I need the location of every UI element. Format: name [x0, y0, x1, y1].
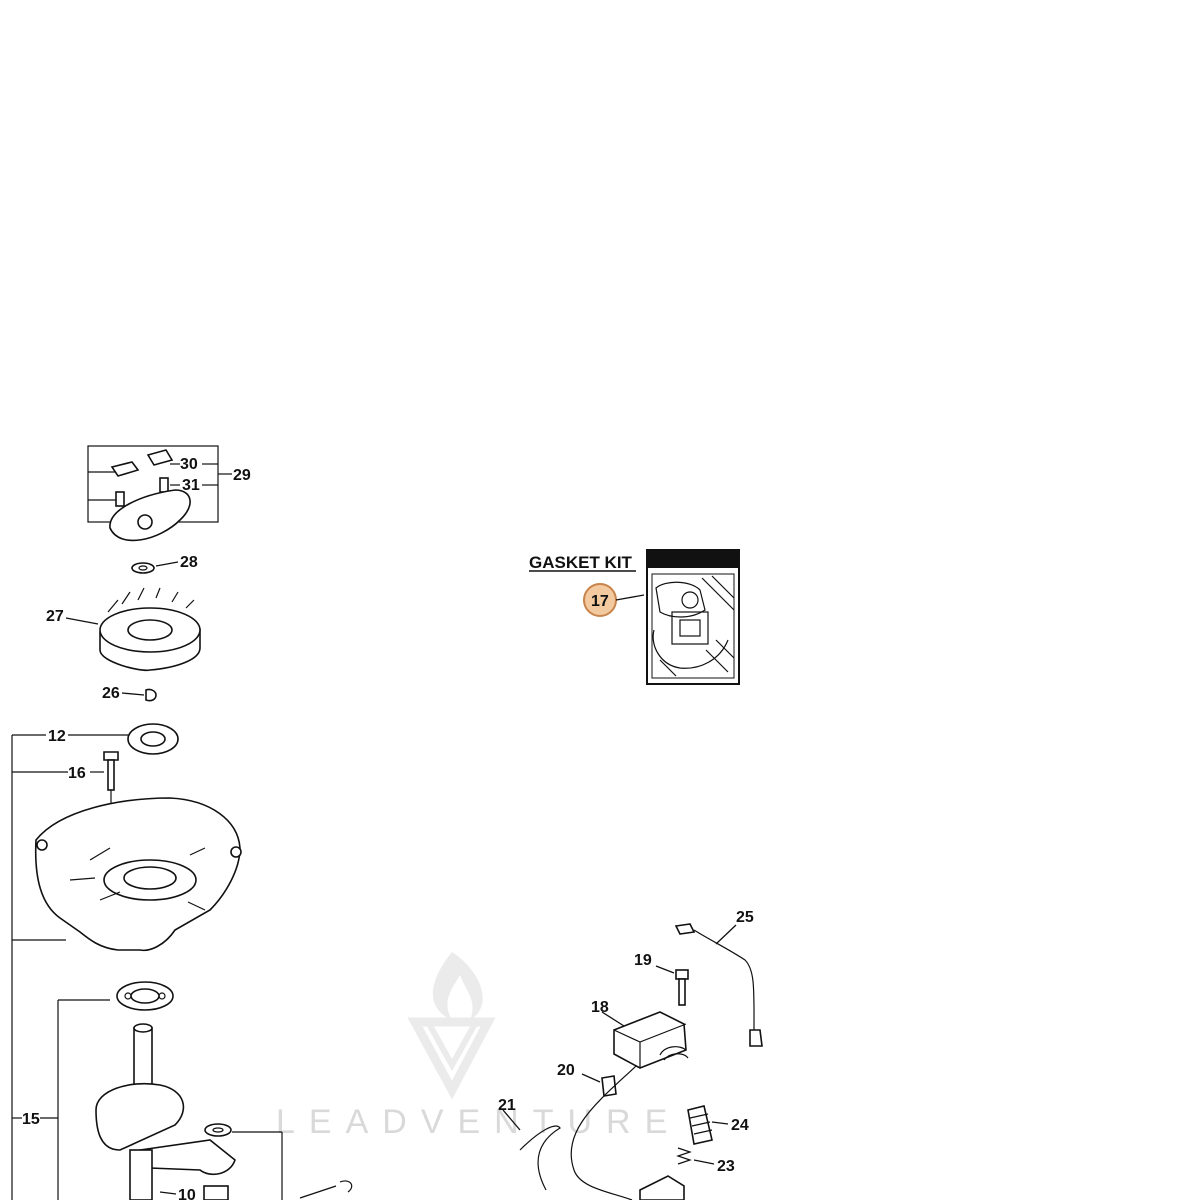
callout-10[interactable]: 10 [178, 1187, 196, 1200]
gasket-kit-group: GASKET KIT 17 [529, 549, 740, 685]
crankcase-group: 12 16 [11, 723, 242, 1200]
callout-17[interactable]: 17 [591, 593, 609, 610]
circlip-part [339, 1180, 353, 1193]
ignition-group: 25 19 18 20 21 24 23 [498, 909, 763, 1200]
brand-logo-icon [407, 952, 496, 1100]
pulley-part [109, 489, 191, 542]
callout-31[interactable]: 31 [182, 477, 200, 494]
pulley-hub [137, 514, 153, 530]
gasket-kit-title: GASKET KIT [529, 553, 633, 572]
spring-part [115, 491, 125, 507]
bolt-shank [107, 759, 115, 791]
crank-web-part [95, 1082, 185, 1151]
washer-part [204, 1123, 232, 1137]
terminal-part [674, 923, 696, 935]
key-26: 26 [102, 685, 157, 702]
watermark-text: LEADVENTURE [276, 1103, 681, 1141]
washer-part [131, 562, 155, 574]
spring-part [159, 477, 169, 493]
pawl-part [110, 461, 140, 477]
flywheel-27: 27 [46, 587, 201, 672]
plug-cap-part [687, 1105, 713, 1145]
gasket-kit-box[interactable] [646, 549, 740, 685]
callout-15[interactable]: 15 [22, 1111, 40, 1128]
callout-25[interactable]: 25 [736, 909, 754, 926]
spring-part [676, 1147, 692, 1165]
callout-24[interactable]: 24 [731, 1117, 749, 1134]
callout-23[interactable]: 23 [717, 1158, 735, 1175]
callout-29[interactable]: 29 [233, 467, 251, 484]
clip-part [601, 1075, 617, 1097]
callout-20[interactable]: 20 [557, 1062, 575, 1079]
callout-26[interactable]: 26 [102, 685, 120, 702]
ignition-coil-part [613, 1011, 687, 1069]
pawl-part [146, 449, 174, 466]
bolt-head [103, 751, 119, 761]
callout-27[interactable]: 27 [46, 608, 64, 625]
connecting-rod-part [138, 1139, 236, 1176]
connector-part [639, 1175, 685, 1200]
terminal-part [749, 1029, 763, 1047]
callout-12[interactable]: 12 [48, 728, 66, 745]
callout-19[interactable]: 19 [634, 952, 652, 969]
callout-30[interactable]: 30 [180, 456, 198, 473]
callout-18[interactable]: 18 [591, 999, 609, 1016]
callout-16[interactable]: 16 [68, 765, 86, 782]
watermark: LEADVENTURE [276, 952, 681, 1141]
crankshaft-group: 15 10 [12, 981, 353, 1200]
recoil-pulley-group: 30 31 29 [87, 445, 251, 542]
key-part [145, 688, 157, 702]
washer-28: 28 [131, 554, 198, 574]
callout-21[interactable]: 21 [498, 1097, 516, 1114]
screw-shank [678, 978, 686, 1006]
callout-28[interactable]: 28 [180, 554, 198, 571]
needle-bearing-part [203, 1185, 229, 1200]
screw-head [675, 969, 689, 980]
